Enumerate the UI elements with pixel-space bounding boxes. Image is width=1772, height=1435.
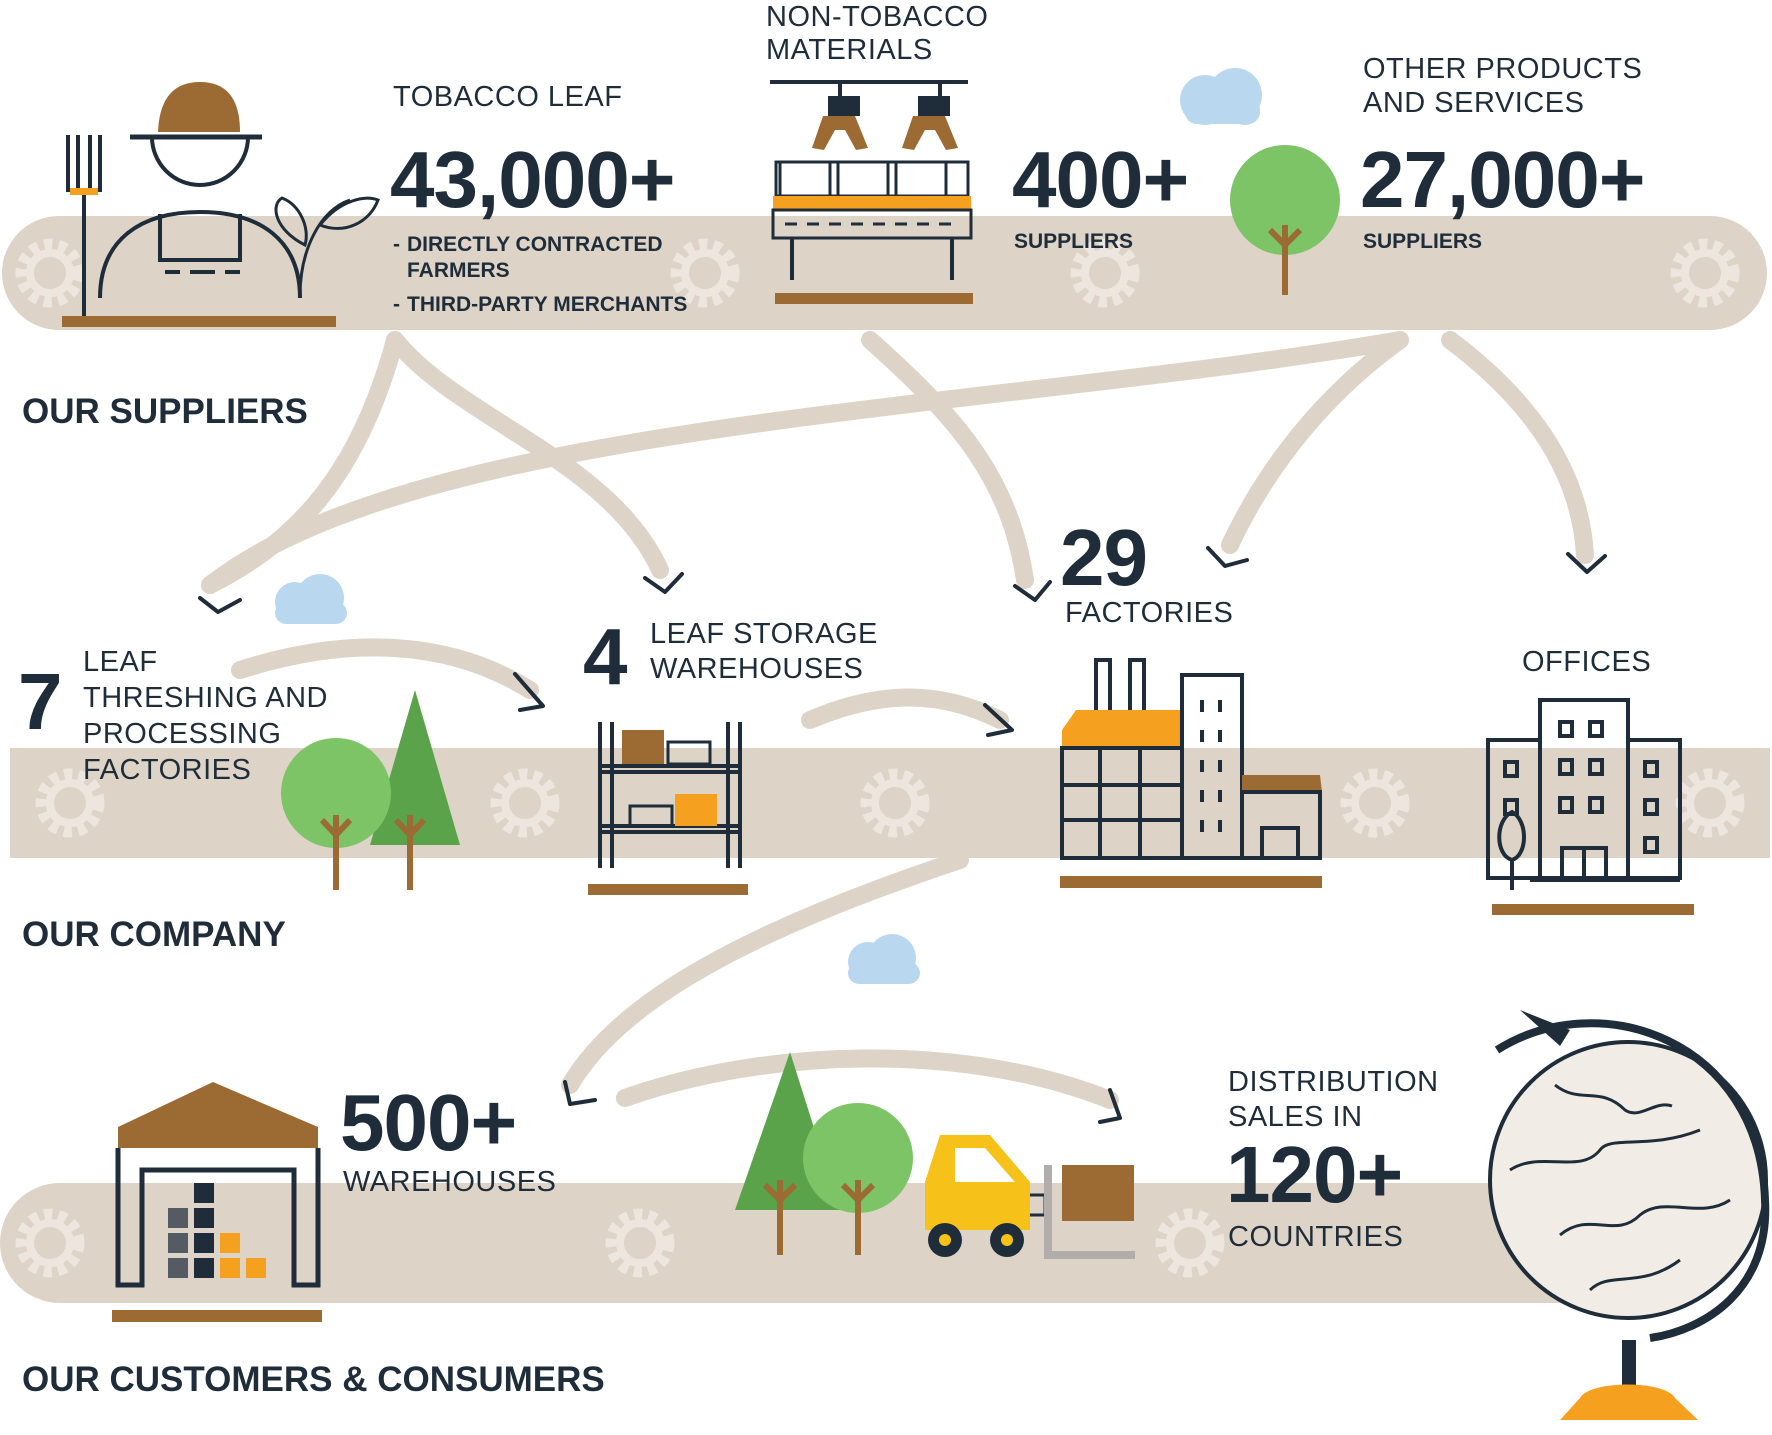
section-title-customers: OUR CUSTOMERS & CONSUMERS — [22, 1360, 605, 1399]
non-tobacco-sub: SUPPLIERS — [1014, 230, 1134, 253]
storage-shelf-icon — [588, 722, 748, 895]
belt-customers — [0, 1183, 1700, 1303]
belt-suppliers — [2, 216, 1767, 330]
factories-count: 29 — [1060, 513, 1148, 602]
other-products-sub: SUPPLIERS — [1363, 230, 1483, 253]
threshing-label: FACTORIES — [83, 754, 252, 786]
tree-icon — [281, 690, 460, 890]
office-building-icon — [1486, 698, 1694, 915]
section-title-suppliers: OUR SUPPLIERS — [22, 392, 308, 431]
tree-icon — [735, 1052, 913, 1255]
warehouse-icon — [112, 1082, 322, 1322]
distribution-label: DISTRIBUTION — [1228, 1066, 1439, 1098]
storage-label: LEAF STORAGE — [650, 618, 878, 650]
offices-label: OFFICES — [1522, 646, 1652, 678]
countries-count: 120+ — [1226, 1130, 1403, 1219]
factories-label: FACTORIES — [1065, 597, 1234, 629]
other-products-label: OTHER PRODUCTS — [1363, 53, 1643, 85]
countries-label: COUNTRIES — [1228, 1221, 1404, 1253]
storage-count: 4 — [583, 612, 627, 701]
tree-icon — [1230, 145, 1340, 295]
tobacco-leaf-label: TOBACCO LEAF — [393, 81, 623, 113]
globe-icon — [1488, 1010, 1770, 1420]
non-tobacco-label: NON-TOBACCO — [766, 1, 989, 33]
other-products-count: 27,000+ — [1360, 135, 1645, 224]
threshing-count: 7 — [18, 657, 62, 746]
non-tobacco-label: MATERIALS — [766, 34, 933, 66]
section-title-company: OUR COMPANY — [22, 915, 286, 954]
forklift-icon — [925, 1135, 1135, 1259]
tobacco-leaf-count: 43,000+ — [390, 135, 675, 224]
flow-arrows — [201, 331, 1594, 1109]
tobacco-leaf-item: -DIRECTLY CONTRACTED — [393, 233, 663, 256]
non-tobacco-count: 400+ — [1012, 135, 1189, 224]
threshing-label: PROCESSING — [83, 718, 282, 750]
other-products-label: AND SERVICES — [1363, 87, 1585, 119]
warehouses-label: WAREHOUSES — [343, 1166, 557, 1198]
tobacco-leaf-item: FARMERS — [407, 259, 510, 282]
cloud-icon — [275, 68, 1262, 984]
arrow-heads — [198, 546, 1607, 1124]
warehouses-count: 500+ — [340, 1078, 517, 1167]
farmer-icon — [62, 82, 380, 327]
storage-label: WAREHOUSES — [650, 653, 864, 685]
pitchfork-icon — [66, 135, 102, 316]
distribution-label: SALES IN — [1228, 1101, 1363, 1133]
tobacco-leaf-item: -THIRD-PARTY MERCHANTS — [393, 293, 688, 316]
threshing-label: LEAF — [83, 646, 158, 678]
threshing-label: THRESHING AND — [83, 682, 328, 714]
factory-icon — [1060, 658, 1322, 888]
conveyor-machine-icon — [770, 80, 973, 304]
